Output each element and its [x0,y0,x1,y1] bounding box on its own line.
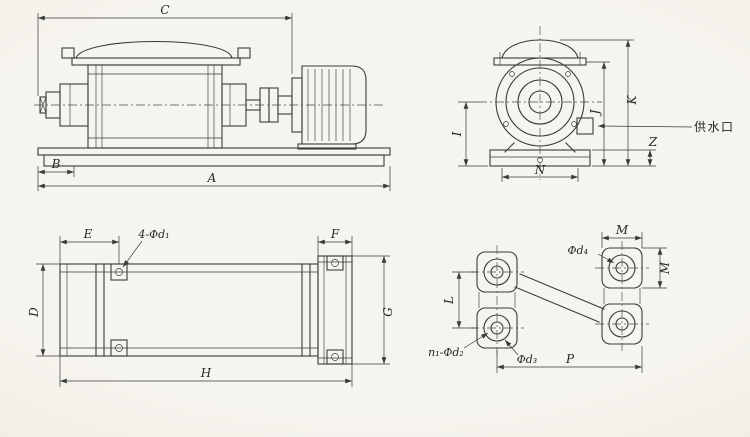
dimension-j: J [586,61,656,167]
diagonal-brace [514,273,605,323]
dim-label-g: G [381,307,395,317]
end-elevation-view: I J K Z N 供水口 [450,26,735,182]
pad-center-lines [470,241,649,355]
dimension-f: F [317,227,353,256]
hole-d4-callout: Φd₄ [568,244,615,264]
dim-label-e: E [83,227,93,241]
dimension-m-right: M [642,247,672,289]
dimension-g: G [352,255,395,365]
dim-label-d: D [27,307,41,318]
dim-label-i: I [450,131,464,137]
bolt-pads [110,255,344,365]
foundation-plan-view: M M L P Φd₄ n₁-Φd₂ [428,223,672,373]
water-inlet-label: 供水口 [694,120,735,134]
dimension-k: K [560,39,639,167]
dim-label-a: A [207,171,217,185]
dim-label-j: J [588,108,602,117]
dim-label-k: K [625,94,639,105]
dimension-l: L [442,271,477,329]
dimension-e: E [59,227,120,264]
dimension-m-top: M [601,223,643,248]
side-elevation-view: C B A [34,3,391,191]
dimension-n: N [501,163,579,182]
dim-label-n: N [534,163,546,177]
motor [291,65,367,150]
dimension-p: P [496,346,643,373]
dim-label-f: F [330,227,340,241]
dim-label-l: L [442,296,456,305]
hole-d3-callout: Φd₃ [504,339,537,366]
dimension-d: D [27,263,60,357]
dimension-h: H [59,356,353,387]
note-d3: Φd₃ [517,353,537,366]
base-plan-view: E 4-Φd₁ F D G H [27,227,395,387]
hole-callout: 4-Φd₁ [122,228,170,268]
separator-tank [61,40,251,66]
dimension-z: Z [592,135,658,167]
dim-label-m-right: M [658,261,672,275]
foundation-pads [476,247,643,349]
water-inlet-port [576,117,594,135]
dim-label-z: Z [648,135,658,149]
dimension-c: C [37,3,293,96]
dim-label-c: C [160,3,169,17]
hole-note-label: 4-Φd₁ [137,228,169,241]
dim-label-h: H [200,366,212,380]
dim-label-m-top: M [615,223,629,237]
frame [59,263,319,357]
dim-label-b: B [51,157,61,171]
dimension-i: I [450,101,488,167]
pump-casing [87,64,223,149]
note-d2: n₁-Φd₂ [428,346,464,359]
note-d4: Φd₄ [568,244,588,257]
motor-rail-section [317,255,353,365]
dim-label-p: P [565,352,575,366]
water-inlet-callout: 供水口 [597,120,735,134]
hole-d2-callout: n₁-Φd₂ [428,332,489,359]
base-plate [37,147,391,167]
dimension-a: A [37,166,391,191]
